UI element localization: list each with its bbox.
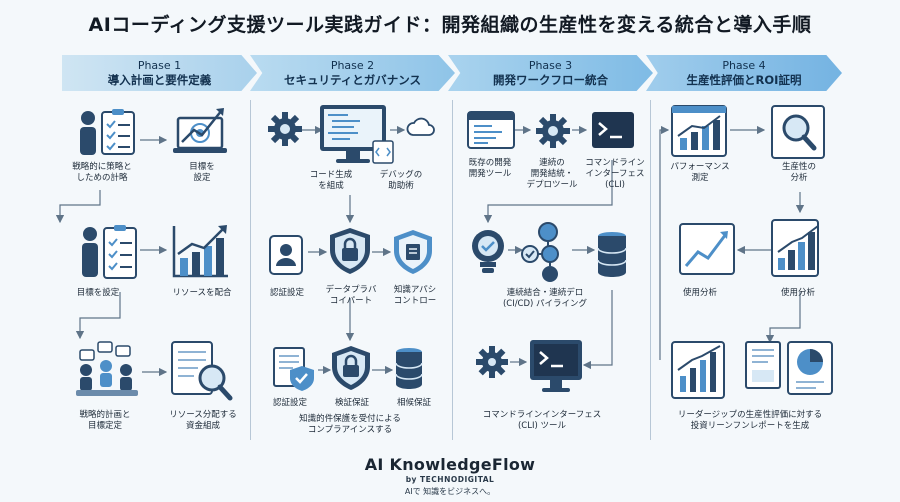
label-continuous: 連続の 開発結統・ デプロツール xyxy=(526,158,578,190)
code-monitor-icon xyxy=(320,105,386,163)
label-code: コード生成 を組成 xyxy=(309,170,353,191)
document-magnifier-icon xyxy=(171,341,233,401)
gear-icon xyxy=(268,112,302,146)
label-compliance: 知識的件保護を受付による コンプラアインスする xyxy=(299,414,401,435)
label-debug: デバッグの 助助術 xyxy=(379,170,423,191)
laptop-target-icon xyxy=(173,108,227,153)
label-data: データプラバ コイパート xyxy=(325,285,377,306)
label-resource-2: リソース分配する 資金組成 xyxy=(169,410,237,431)
bar-chart-growth-icon xyxy=(172,225,228,278)
label-auth-2: 認証設定 xyxy=(272,398,307,408)
shield-lock-icon xyxy=(330,228,370,274)
brand-by: by TECHNODIGITAL xyxy=(405,475,495,484)
label-verify: 検証保証 xyxy=(334,398,369,408)
cicd-pipeline-icon xyxy=(521,222,559,282)
divider-1 xyxy=(250,100,251,440)
terminal-monitor-icon xyxy=(530,340,582,392)
phase-3-banner: Phase 3 開発ワークフロー統合 xyxy=(448,55,653,91)
label-productivity: 生産性の 分析 xyxy=(781,162,816,183)
label-plan: 戦略的計画と 目標定定 xyxy=(79,410,131,431)
report-chart-icon xyxy=(671,341,725,399)
phase-4-number: Phase 4 xyxy=(722,59,766,72)
label-performance: パフォーマンス 測定 xyxy=(670,162,730,183)
usage-bar-chart-icon xyxy=(771,219,819,277)
label-resource-1: リソースを配合 xyxy=(172,288,232,298)
divider-2 xyxy=(452,100,453,440)
phase-2-banner: Phase 2 セキュリティとガバナンス xyxy=(250,55,455,91)
brand-tagline: AIで 知識をビジネスへ。 xyxy=(404,487,496,496)
label-cicd: 連続結合・連続デロ (CI/CD) パイライング xyxy=(502,288,588,309)
page-title: AIコーディング支援ツール実践ガイド：開発組織の生産性を変える統合と導入手順 xyxy=(88,14,812,36)
brand-name: AI KnowledgeFlow xyxy=(364,455,536,474)
divider-3 xyxy=(650,100,651,440)
phase-2-name: セキュリティとガバナンス xyxy=(283,73,422,87)
line-chart-icon xyxy=(679,223,735,275)
phase-1-banner: Phase 1 導入計画と要件定義 xyxy=(62,55,257,91)
label-usage-2: 使用分析 xyxy=(780,288,815,298)
shield-document-icon xyxy=(394,230,432,274)
label-phase-verify: 相候保証 xyxy=(396,398,431,408)
phase-3-number: Phase 3 xyxy=(528,59,573,72)
browser-window-icon xyxy=(467,111,515,149)
label-strategy: 戦略的に策略と しための計略 xyxy=(72,162,132,183)
phase-4-banner: Phase 4 生産性評価とROI証明 xyxy=(646,55,842,91)
phase-4-name: 生産性評価とROI証明 xyxy=(686,73,802,87)
report-document-icon xyxy=(745,341,781,389)
label-goal-2: 目標を設定 xyxy=(76,288,120,298)
pie-chart-report-icon xyxy=(787,341,833,395)
phase-2-number: Phase 2 xyxy=(330,59,375,72)
gear-icon-2 xyxy=(536,114,570,148)
label-knowledge: 知識アパシ コントロー xyxy=(393,285,437,306)
label-auth-1: 認証設定 xyxy=(269,288,304,298)
label-usage-1: 使用分析 xyxy=(682,288,717,298)
clipboard-checklist-icon xyxy=(82,225,137,279)
phase-1-number: Phase 1 xyxy=(137,59,182,72)
label-existing: 既存の開発 開発ツール xyxy=(468,158,512,179)
strategy-person-icon xyxy=(80,109,135,155)
terminal-icon xyxy=(592,112,634,148)
label-cli-tool: コマンドラインインターフェス (CLI) ツール xyxy=(482,410,602,431)
performance-chart-icon xyxy=(671,105,727,157)
shield-lock-icon-2 xyxy=(332,346,370,390)
label-report: リーダージップの生産性評価に対する 投資リーンフンレポートを生成 xyxy=(677,410,823,431)
phase-1-name: 導入計画と要件定義 xyxy=(107,73,212,87)
team-meeting-icon xyxy=(76,341,138,396)
cloud-icon xyxy=(406,117,435,136)
gear-icon-3 xyxy=(476,346,508,378)
label-cli: コマンドライン インターフェス (CLI) xyxy=(585,158,645,190)
database-icon-2 xyxy=(597,232,627,277)
debug-document-icon xyxy=(372,140,394,164)
id-badge-icon xyxy=(269,235,303,275)
shield-check-document-icon xyxy=(273,347,314,391)
analysis-magnifier-icon xyxy=(771,105,825,159)
phase-3-name: 開発ワークフロー統合 xyxy=(493,73,608,87)
lightbulb-gear-icon xyxy=(472,230,504,273)
label-goal-1: 目標を 設定 xyxy=(189,162,215,183)
database-icon xyxy=(395,348,423,389)
